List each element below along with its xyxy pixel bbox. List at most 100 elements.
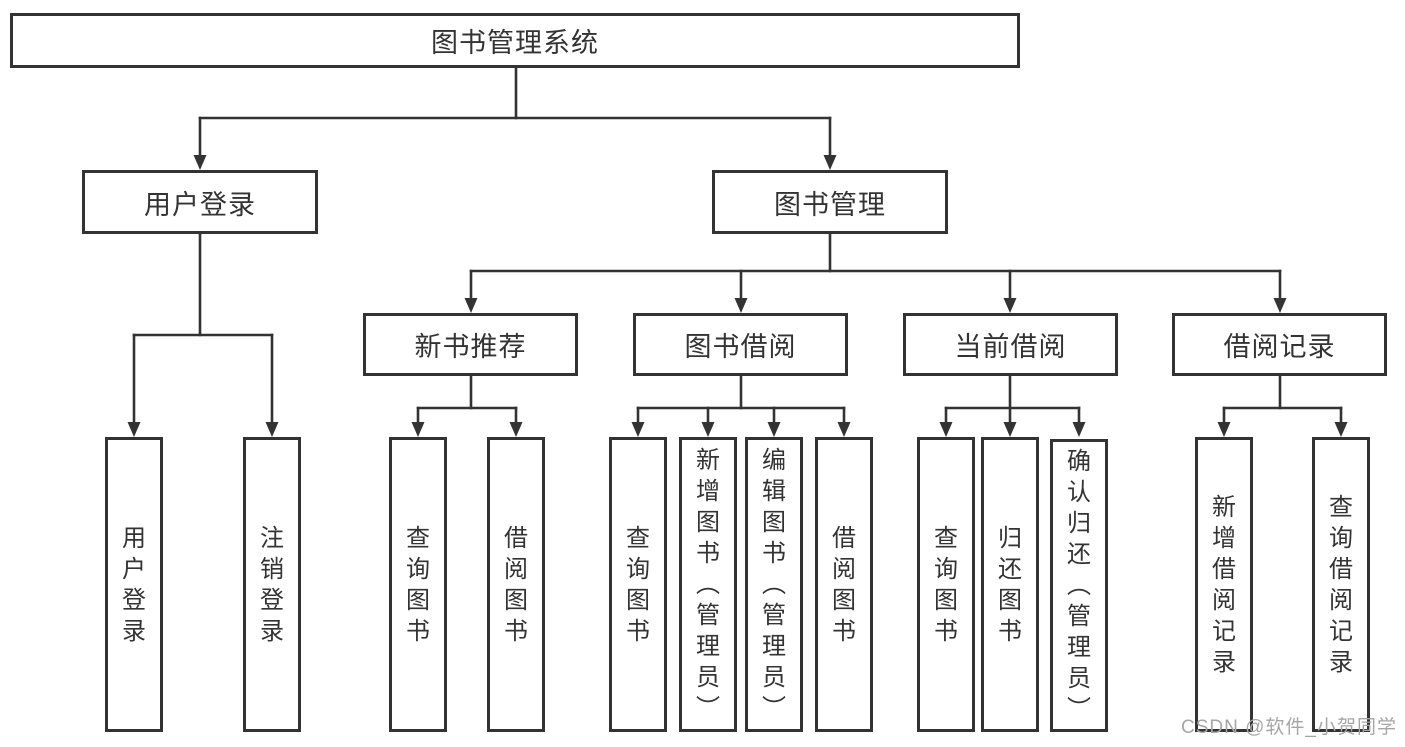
leaf-label-char: 编 bbox=[762, 447, 786, 474]
leaf-label-char: 用 bbox=[122, 524, 146, 552]
leaf-label-char: 归 bbox=[1067, 510, 1091, 537]
leaf-label-char: 录 bbox=[1329, 648, 1353, 676]
leaf-label-char: 书 bbox=[504, 617, 528, 645]
leaf-label-char: 图 bbox=[696, 509, 720, 536]
leaf-label-char: ︵ bbox=[1067, 572, 1091, 599]
leaf-label-char: 确 bbox=[1067, 448, 1091, 475]
node-label: 用户登录 bbox=[144, 189, 256, 220]
leaf-label-char: 辑 bbox=[762, 478, 786, 505]
leaf-label: 查询图书 bbox=[626, 523, 650, 647]
leaf-label-char: 询 bbox=[626, 555, 650, 583]
leaf-label: 注销登录 bbox=[260, 523, 284, 647]
leaf-label: 编辑图书 ︵ 管理员 ︶ bbox=[762, 445, 786, 724]
leaf-label-char: 书 bbox=[832, 617, 856, 645]
leaf-label-char: 阅 bbox=[504, 555, 528, 583]
leaf-label-char: 图 bbox=[762, 509, 786, 536]
leaf-label-char: 阅 bbox=[1212, 586, 1236, 614]
node-label: 图书借阅 bbox=[684, 332, 797, 362]
leaf-label-char: 管 bbox=[696, 602, 720, 629]
leaf-borrow-books-1: 借阅图书 bbox=[487, 437, 545, 732]
leaf-label-char: 记 bbox=[1212, 617, 1236, 645]
leaf-label-char: 归 bbox=[998, 524, 1022, 552]
leaf-label-char: 管 bbox=[1067, 603, 1091, 630]
leaf-label-char: 登 bbox=[122, 586, 146, 614]
leaf-label-char: ︶ bbox=[696, 695, 720, 722]
leaf-label-char: 查 bbox=[1329, 493, 1353, 521]
leaf-label-char: 录 bbox=[260, 617, 284, 645]
leaf-add-borrow-record: 新增借阅记录 bbox=[1195, 437, 1253, 732]
node-label: 新书推荐 bbox=[414, 332, 527, 362]
leaf-label-char: 询 bbox=[1329, 524, 1353, 552]
leaf-label-char: 图 bbox=[998, 586, 1022, 614]
leaf-label-char: 图 bbox=[832, 586, 856, 614]
leaf-label-char: 还 bbox=[1067, 541, 1091, 568]
leaf-label-char: 登 bbox=[260, 586, 284, 614]
node-book-management: 图书管理 bbox=[712, 170, 948, 234]
leaf-label-char: 增 bbox=[1212, 524, 1236, 552]
leaf-label-char: 新 bbox=[696, 447, 720, 474]
leaf-label-char: 销 bbox=[260, 555, 284, 583]
leaf-label-char: 询 bbox=[934, 555, 958, 583]
node-label: 借阅记录 bbox=[1223, 332, 1336, 362]
leaf-label-char: ︵ bbox=[762, 571, 786, 598]
leaf-label-char: 理 bbox=[696, 633, 720, 660]
leaf-label-char: 阅 bbox=[832, 555, 856, 583]
leaf-label-char: 书 bbox=[406, 617, 430, 645]
leaf-label: 查询借阅记录 bbox=[1329, 492, 1353, 678]
csdn-watermark: CSDN @软件_小贺同学 bbox=[1181, 717, 1397, 738]
leaf-label-char: 图 bbox=[934, 586, 958, 614]
leaf-label-char: 图 bbox=[406, 586, 430, 614]
leaf-label: 借阅图书 bbox=[504, 523, 528, 647]
leaf-label-char: 员 bbox=[762, 664, 786, 691]
leaf-label-char: 书 bbox=[626, 617, 650, 645]
leaf-logout: 注销登录 bbox=[243, 437, 301, 732]
node-library-management-system: 图书管理系统 bbox=[10, 13, 1020, 68]
leaf-label-char: 书 bbox=[998, 617, 1022, 645]
leaf-borrow-books-2: 借阅图书 bbox=[815, 437, 873, 732]
leaf-add-books-admin: 新增图书︵管理员︶ bbox=[679, 437, 737, 732]
leaf-label: 新增借阅记录 bbox=[1212, 492, 1236, 678]
leaf-label-char: ︶ bbox=[762, 695, 786, 722]
leaf-query-books-3: 查询图书 bbox=[917, 437, 975, 732]
leaf-label-char: 注 bbox=[260, 524, 284, 552]
leaf-label-char: 书 bbox=[762, 540, 786, 567]
leaf-label-char: 图 bbox=[626, 586, 650, 614]
leaf-label: 归还图书 bbox=[998, 523, 1022, 647]
leaf-label-char: 录 bbox=[1212, 648, 1236, 676]
leaf-label-char: 管 bbox=[762, 602, 786, 629]
leaf-label-char: 认 bbox=[1067, 479, 1091, 506]
leaf-label-char: 查 bbox=[406, 524, 430, 552]
leaf-label: 查询图书 bbox=[934, 523, 958, 647]
leaf-label-char: 员 bbox=[1067, 665, 1091, 692]
leaf-edit-books-admin: 编辑图书 ︵ 管理员 ︶ bbox=[745, 437, 803, 732]
leaf-label-char: 理 bbox=[762, 633, 786, 660]
leaf-label-char: 员 bbox=[696, 664, 720, 691]
node-borrowing-records: 借阅记录 bbox=[1172, 313, 1387, 376]
leaf-label-char: 录 bbox=[122, 617, 146, 645]
leaf-label-char: ︶ bbox=[1067, 696, 1091, 723]
leaf-label-char: 借 bbox=[1212, 555, 1236, 583]
leaf-label-char: 询 bbox=[406, 555, 430, 583]
leaf-confirm-return-admin: 确认归还 ︵ 管理员 ︶ bbox=[1050, 439, 1108, 732]
leaf-label-char: 借 bbox=[1329, 555, 1353, 583]
leaf-label-char: ︵ bbox=[696, 571, 720, 598]
leaf-label: 查询图书 bbox=[406, 523, 430, 647]
node-user-login: 用户登录 bbox=[82, 170, 318, 234]
leaf-return-books: 归还图书 bbox=[981, 437, 1039, 732]
leaf-label: 新增图书︵管理员︶ bbox=[696, 445, 720, 724]
leaf-label-char: 图 bbox=[504, 586, 528, 614]
leaf-label-char: 新 bbox=[1212, 493, 1236, 521]
leaf-label-char: 查 bbox=[934, 524, 958, 552]
leaf-label-char: 书 bbox=[696, 540, 720, 567]
node-label: 图书管理系统 bbox=[431, 28, 599, 58]
leaf-label-char: 借 bbox=[504, 524, 528, 552]
node-label: 当前借阅 bbox=[954, 332, 1067, 362]
leaf-label: 确认归还 ︵ 管理员 ︶ bbox=[1067, 446, 1091, 725]
leaf-label-char: 记 bbox=[1329, 617, 1353, 645]
leaf-label-char: 理 bbox=[1067, 634, 1091, 661]
leaf-label-char: 书 bbox=[934, 617, 958, 645]
leaf-query-books-2: 查询图书 bbox=[609, 437, 667, 732]
node-book-borrowing: 图书借阅 bbox=[633, 313, 848, 376]
node-new-book-recommend: 新书推荐 bbox=[363, 313, 578, 376]
